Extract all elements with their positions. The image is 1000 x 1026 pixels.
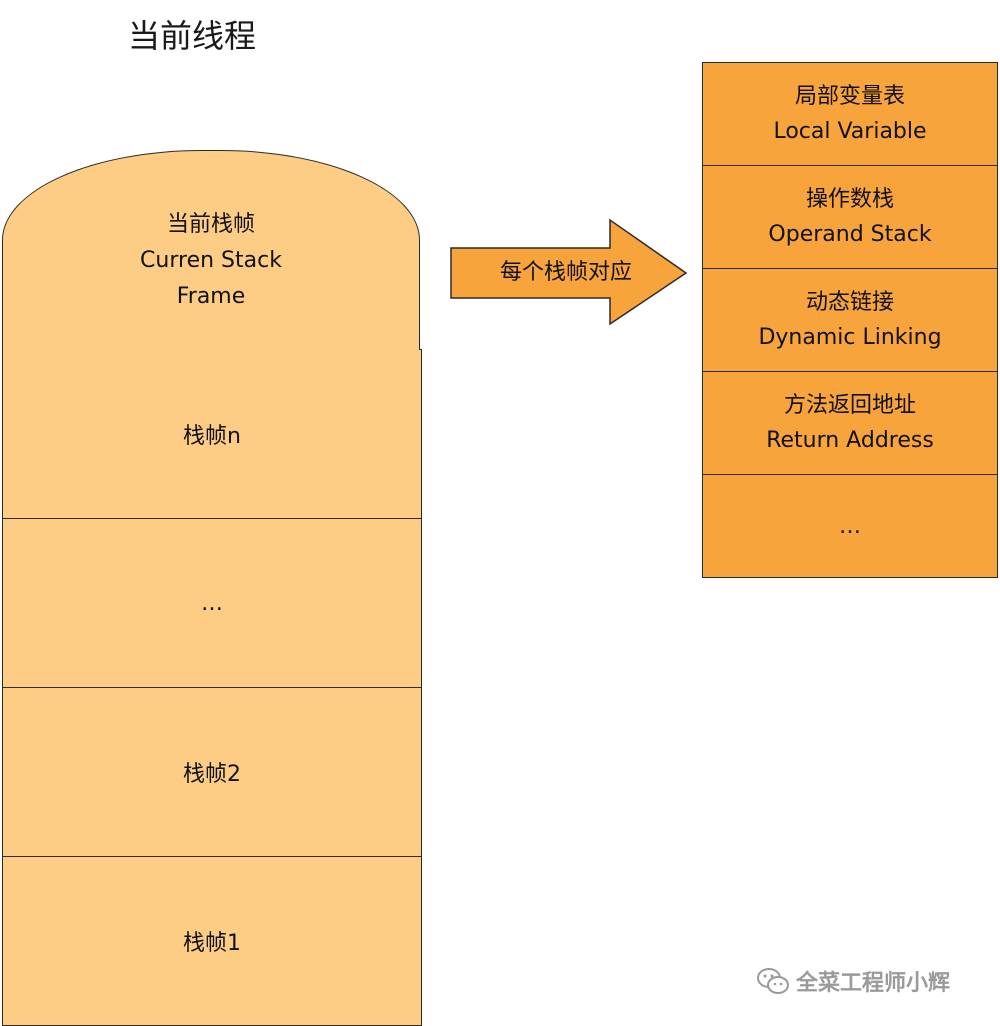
local-variable-label-zh: 局部变量表 [794, 84, 905, 109]
return-address-label-zh: 方法返回地址 [783, 393, 916, 418]
return-address: 方法返回地址 Return Address [702, 371, 998, 475]
stack-frame-ellipsis: … [2, 518, 422, 688]
current-frame-label-zh: 当前栈帧 [166, 211, 255, 237]
operand-stack: 操作数栈 Operand Stack [702, 165, 998, 269]
arrow-label: 每个栈帧对应 [499, 260, 632, 285]
page-title: 当前线程 [128, 17, 257, 55]
dynamic-linking: 动态链接 Dynamic Linking [702, 268, 998, 372]
watermark: 全菜工程师小辉 [756, 964, 950, 998]
dynamic-linking-label-en: Dynamic Linking [758, 325, 942, 350]
right-arrow-icon [450, 218, 688, 326]
stack-frame-n: 栈帧n [2, 349, 422, 519]
thread-stack: 当前栈帧 Curren Stack Frame 栈帧n … 栈帧2 栈帧1 [2, 150, 422, 1026]
watermark-text: 全菜工程师小辉 [796, 971, 951, 996]
current-stack-frame: 当前栈帧 Curren Stack Frame [2, 150, 420, 350]
wechat-icon [757, 968, 789, 994]
stack-frame-structure: 局部变量表 Local Variable 操作数栈 Operand Stack … [702, 62, 998, 578]
local-variable-label-en: Local Variable [773, 119, 927, 144]
local-variable-table: 局部变量表 Local Variable [702, 62, 998, 166]
frame-part-ellipsis-label: … [839, 513, 861, 539]
frame-part-ellipsis: … [702, 474, 998, 578]
current-frame-label-en-2: Frame [176, 283, 246, 309]
stack-frame-1: 栈帧1 [2, 856, 422, 1026]
current-frame-label-en-1: Curren Stack [140, 247, 282, 273]
return-address-label-en: Return Address [766, 428, 934, 453]
stack-frame-2: 栈帧2 [2, 687, 422, 857]
operand-stack-label-zh: 操作数栈 [805, 187, 894, 212]
dynamic-linking-label-zh: 动态链接 [805, 290, 894, 315]
operand-stack-label-en: Operand Stack [768, 222, 932, 247]
